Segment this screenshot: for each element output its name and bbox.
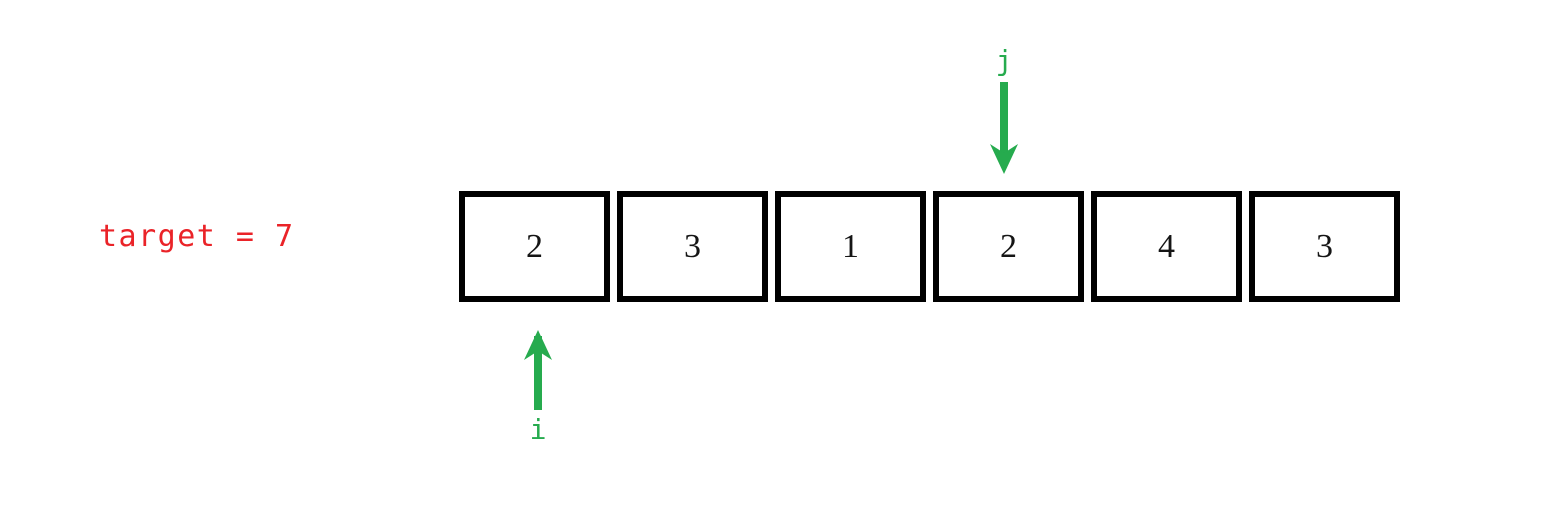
array-cell-value: 1 [842, 227, 859, 265]
array-cell[interactable]: 2 [459, 191, 610, 302]
pointer-i-label: i [529, 413, 547, 446]
array-cell-value: 3 [1316, 227, 1333, 265]
array-cell[interactable]: 1 [775, 191, 926, 302]
array-cell[interactable]: 3 [1249, 191, 1400, 302]
array-cell[interactable]: 4 [1091, 191, 1242, 302]
array-cell[interactable]: 2 [933, 191, 1084, 302]
array-cells: 2 3 1 2 4 3 [459, 191, 1400, 302]
array-cell-value: 2 [526, 227, 543, 265]
pointer-j: j [969, 44, 1039, 178]
array-cell[interactable]: 3 [617, 191, 768, 302]
arrow-down-icon [969, 78, 1039, 178]
target-label: target = 7 [99, 219, 295, 254]
pointer-j-label: j [995, 44, 1013, 77]
pointer-i: i [503, 328, 573, 447]
array-cell-value: 3 [684, 227, 701, 265]
arrow-up-icon [503, 328, 573, 413]
array-cell-value: 4 [1158, 227, 1175, 265]
array-cell-value: 2 [1000, 227, 1017, 265]
